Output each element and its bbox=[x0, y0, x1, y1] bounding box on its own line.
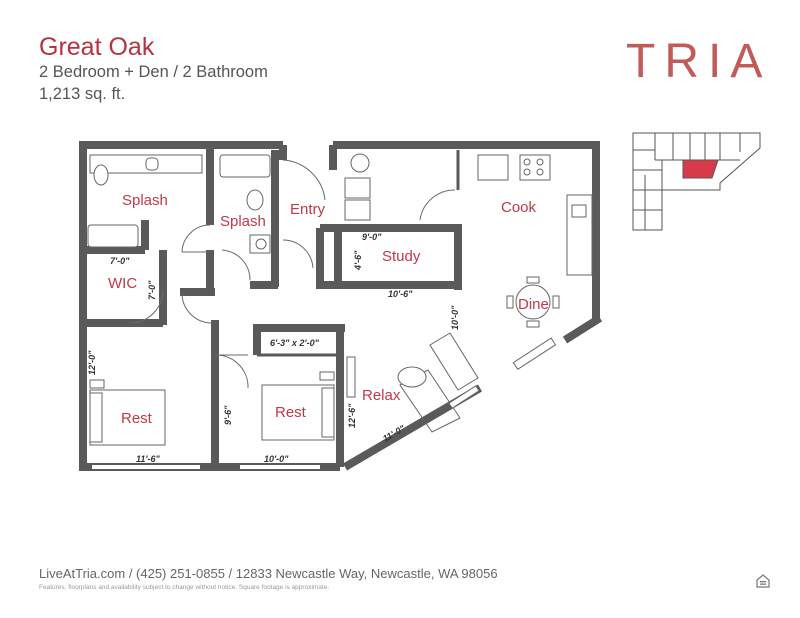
dim-study-length: 10'-6" bbox=[388, 289, 413, 299]
dim-relax-depth: 12'-6" bbox=[347, 403, 357, 428]
dim-rest1-depth: 12'-0" bbox=[87, 350, 97, 375]
dim-wic-depth: 7'-0" bbox=[147, 280, 157, 300]
dim-closet: 6'-3" x 2'-0" bbox=[270, 338, 320, 348]
room-label-splash-1: Splash bbox=[122, 192, 168, 209]
dim-wic-width: 7'-0" bbox=[110, 256, 130, 266]
room-label-wic: WIC bbox=[108, 275, 137, 292]
dim-study-width: 9'-0" bbox=[362, 232, 382, 242]
doors bbox=[129, 159, 456, 389]
disclaimer: Features, floorplans and availability su… bbox=[39, 584, 330, 591]
room-label-relax: Relax bbox=[362, 387, 401, 404]
wall-thin bbox=[257, 150, 460, 357]
fixtures bbox=[87, 153, 593, 469]
plan-name: Great Oak bbox=[39, 33, 155, 61]
room-label-entry: Entry bbox=[290, 201, 326, 218]
equal-housing-icon bbox=[756, 574, 770, 588]
room-label-dine: Dine bbox=[518, 296, 549, 313]
brand-logo: TRIA bbox=[626, 35, 772, 88]
dim-rest2-width: 10'-0" bbox=[264, 454, 289, 464]
room-label-rest-2: Rest bbox=[275, 404, 307, 421]
building-key-plan bbox=[632, 132, 761, 231]
dim-dine-depth: 10'-0" bbox=[450, 305, 460, 330]
room-label-cook: Cook bbox=[501, 199, 537, 216]
unit-highlight bbox=[682, 159, 719, 179]
plan-area: 1,213 sq. ft. bbox=[39, 85, 126, 103]
dim-rest2-depth: 9'-6" bbox=[223, 405, 233, 425]
plan-layout: 2 Bedroom + Den / 2 Bathroom bbox=[39, 63, 268, 81]
contact-info: LiveAtTria.com / (425) 251-0855 / 12833 … bbox=[39, 566, 498, 581]
room-label-splash-2: Splash bbox=[220, 213, 266, 230]
dim-study-depth: 4'-6" bbox=[353, 250, 363, 271]
room-label-study: Study bbox=[382, 248, 421, 265]
room-label-rest-1: Rest bbox=[121, 410, 153, 427]
dim-rest1-width: 11'-6" bbox=[136, 454, 160, 464]
